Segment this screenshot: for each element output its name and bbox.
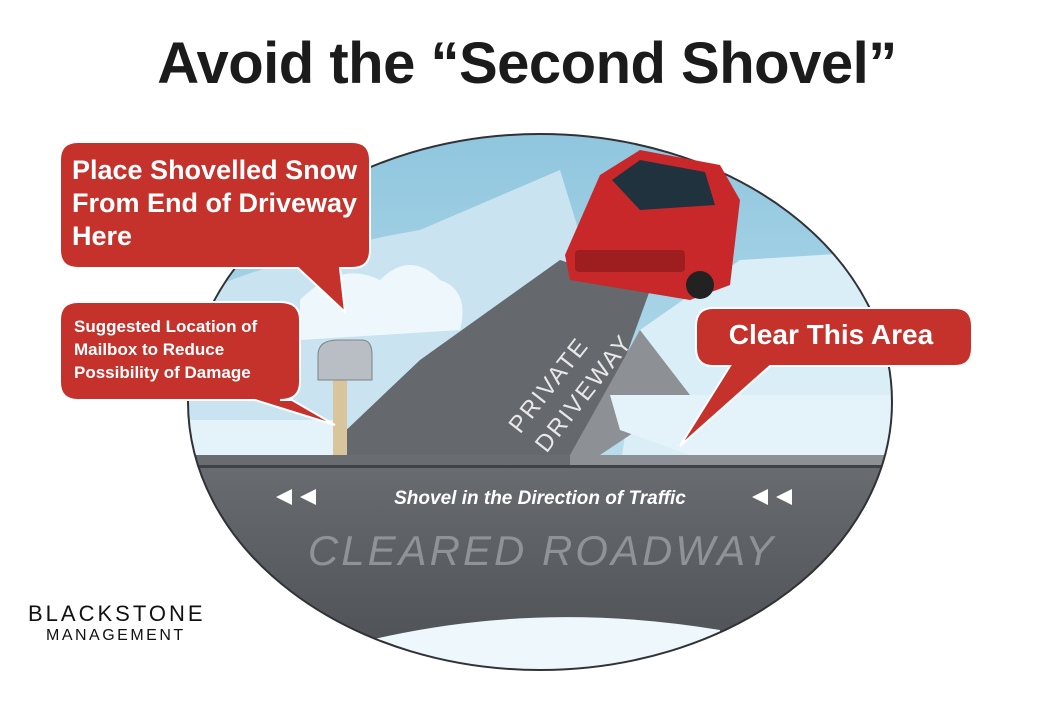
left-arrows-icon (276, 489, 316, 505)
callout-mailbox (59, 301, 336, 426)
red-car-icon (565, 150, 740, 300)
mailbox-icon (317, 339, 373, 455)
callout-snow-placement-text: Place Shovelled Snow From End of Drivewa… (72, 155, 358, 251)
callout-snow-placement (59, 141, 371, 315)
right-arrows-icon (752, 489, 792, 505)
private-driveway (320, 260, 650, 455)
brand-name: BLACKSTONE (28, 601, 206, 626)
callout-mailbox-text: Suggested Location of Mailbox to Reduce … (74, 317, 258, 382)
clear-this-area-zone (570, 330, 690, 455)
callout-clear-area (679, 307, 973, 447)
direction-text: Shovel in the Direction of Traffic (394, 488, 686, 509)
brand-subtitle: MANAGEMENT (46, 627, 186, 644)
callout-clear-area-text: Clear This Area (728, 319, 934, 350)
diagram-title: Avoid the “Second Shovel” (157, 31, 897, 96)
roadway-label: CLEARED ROADWAY (308, 527, 776, 574)
